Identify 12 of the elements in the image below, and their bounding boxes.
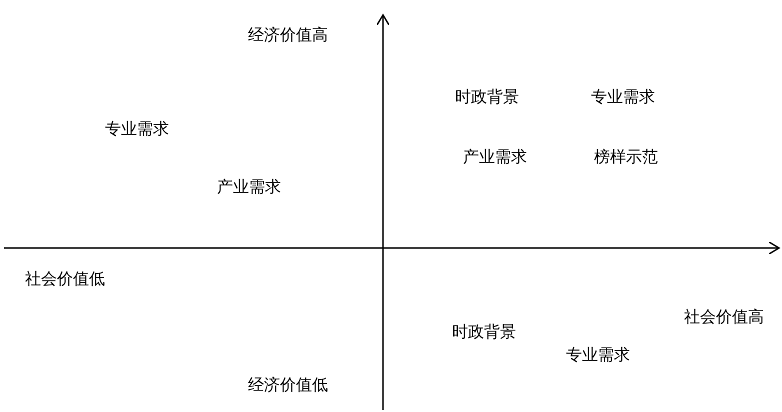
quadrant-label: 专业需求 (591, 88, 655, 108)
quadrant-label: 榜样示范 (594, 148, 658, 168)
quadrant-label: 时政背景 (455, 88, 519, 108)
quadrant-label: 经济价值高 (248, 26, 328, 46)
quadrant-label: 专业需求 (566, 346, 630, 366)
quadrant-label: 经济价值低 (248, 376, 328, 396)
quadrant-label: 社会价值低 (25, 270, 105, 290)
quadrant-label: 社会价值高 (684, 308, 764, 328)
quadrant-label: 产业需求 (217, 178, 281, 198)
quadrant-label: 时政背景 (452, 323, 516, 343)
quadrant-label: 产业需求 (463, 148, 527, 168)
quadrant-label: 专业需求 (105, 120, 169, 140)
